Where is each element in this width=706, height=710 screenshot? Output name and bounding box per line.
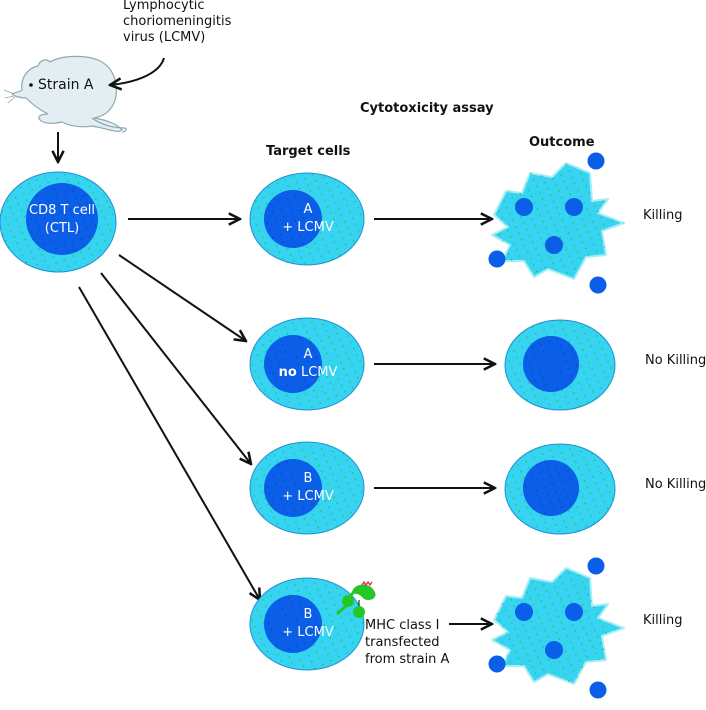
apoptotic-body — [589, 681, 607, 699]
arrow-ctl-to-target-4 — [78, 286, 260, 600]
target-cells-header: Target cells — [266, 144, 351, 159]
target-cell-label-1: A + LCMV — [264, 201, 352, 237]
target-strain: B — [303, 471, 313, 486]
target-condition: no LCMV — [278, 365, 338, 380]
outcome-cell-1-lysed — [488, 152, 625, 294]
ctl-cell — [0, 171, 117, 273]
target-cell-label-4: B + LCMV — [264, 606, 352, 642]
ctl-label: CD8 T cell (CTL) — [29, 203, 95, 236]
outcome-cell-4-lysed — [488, 557, 625, 699]
cytotoxicity-assay-header: Cytotoxicity assay — [360, 101, 494, 116]
apoptotic-body — [589, 276, 607, 294]
target-cell-1 — [249, 172, 365, 266]
apoptotic-body — [587, 557, 605, 575]
outcome-cell-3-intact — [504, 443, 616, 535]
nuclear-fragment — [515, 198, 533, 216]
target-condition: + LCMV — [282, 489, 334, 504]
target-cell-4 — [249, 577, 365, 671]
virus-arrow — [110, 57, 165, 85]
apoptotic-body — [587, 152, 605, 170]
outcome-cell-2-intact — [504, 319, 616, 411]
arrow-ctl-to-target-2 — [118, 254, 246, 341]
nuclear-fragment — [565, 198, 583, 216]
outcome-header: Outcome — [529, 135, 595, 150]
mouse-label: Strain A — [38, 77, 94, 93]
target-cell-3 — [249, 441, 365, 535]
mouse-icon — [3, 55, 127, 133]
outcome-label-2: No Killing — [645, 353, 706, 368]
nuclear-fragment — [565, 603, 583, 621]
target-condition: + LCMV — [282, 625, 334, 640]
mhc-class-i-molecule-icon — [335, 580, 376, 618]
target-cell-label-3: B + LCMV — [264, 470, 352, 506]
outcome-label-4: Killing — [643, 613, 683, 628]
outcome-label-3: No Killing — [645, 477, 706, 492]
arrow-ctl-to-target-3 — [100, 272, 251, 464]
target-strain: A — [303, 202, 313, 217]
nuclear-fragment — [515, 603, 533, 621]
apoptotic-body — [488, 250, 506, 268]
target-cell-2 — [249, 317, 365, 411]
target-strain: A — [303, 347, 313, 362]
outcome-label-1: Killing — [643, 208, 683, 223]
nuclear-fragment — [545, 641, 563, 659]
virus-label: Lymphocytic choriomeningitis virus (LCMV… — [123, 0, 232, 45]
target-condition: + LCMV — [282, 220, 334, 235]
nuclear-fragment — [545, 236, 563, 254]
apoptotic-body — [488, 655, 506, 673]
target-strain: B — [303, 607, 313, 622]
